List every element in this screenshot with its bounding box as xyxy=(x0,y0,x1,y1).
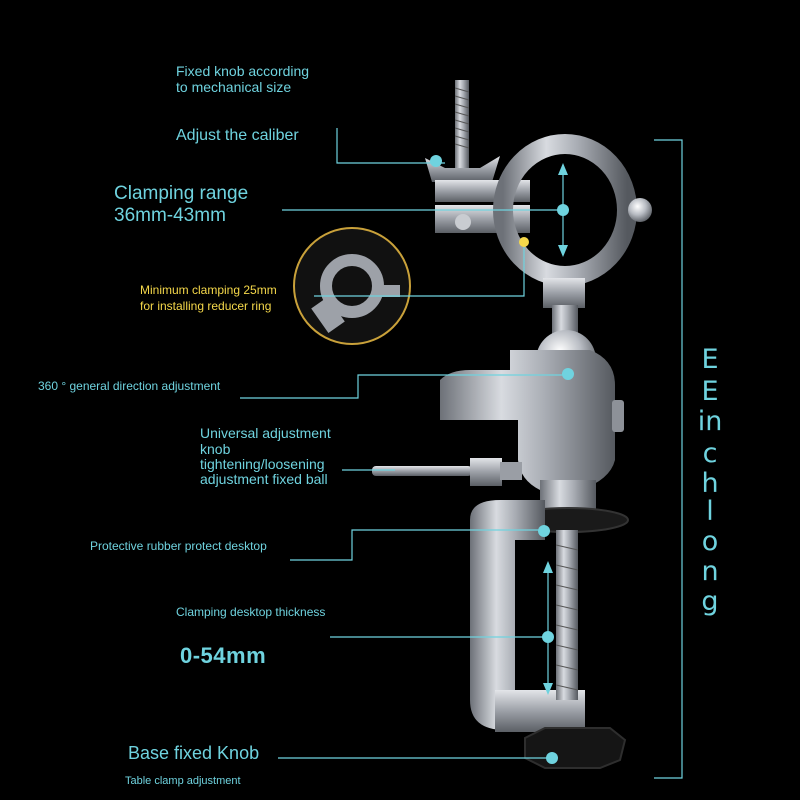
clamping-range-label: Clamping range xyxy=(114,183,249,204)
top-screw xyxy=(454,80,470,170)
arrow-heads xyxy=(543,163,568,695)
base-knob xyxy=(524,727,627,769)
table-clamp-label: Table clamp adjustment xyxy=(125,775,241,787)
direction-adjustment-label: 360 ° general direction adjustment xyxy=(38,379,221,393)
vertical-text-char: o xyxy=(701,526,719,557)
universal-label-2: knob xyxy=(200,441,231,457)
universal-label-3: tightening/loosening xyxy=(200,456,325,472)
wing-nut xyxy=(425,156,500,182)
fixed-knob-label-1: Fixed knob according xyxy=(176,63,310,79)
vertical-text-char: c xyxy=(702,438,718,469)
vertical-text-char: h xyxy=(701,468,719,499)
neck-block xyxy=(543,278,585,308)
tension-knob xyxy=(612,400,624,432)
vise-body xyxy=(440,350,615,490)
vertical-text-char: n xyxy=(701,556,719,587)
thickness-value: 0-54mm xyxy=(180,643,267,668)
min-clamping-label-1: Minimum clamping 25mm xyxy=(140,283,277,297)
vertical-text-char: E xyxy=(701,376,719,407)
vertical-text-char: l xyxy=(706,496,714,527)
adjustment-lever xyxy=(372,458,522,486)
vertical-text-char: g xyxy=(701,586,719,617)
universal-label-4: adjustment fixed ball xyxy=(200,471,328,487)
min-clamping-label-2: for installing reducer ring xyxy=(140,299,272,313)
base-knob-label: Base fixed Knob xyxy=(128,743,260,763)
reducer-ring-inset xyxy=(293,227,411,345)
annotation-dots xyxy=(430,155,574,764)
universal-label-1: Universal adjustment xyxy=(200,425,331,441)
c-clamp-frame xyxy=(470,500,545,730)
clamping-range-value: 36mm-43mm xyxy=(114,205,226,226)
threaded-rod xyxy=(555,530,579,700)
protective-rubber-label: Protective rubber protect desktop xyxy=(90,539,267,553)
vertical-text-char: E xyxy=(701,344,719,375)
clamping-thickness-label: Clamping desktop thickness xyxy=(176,605,326,619)
fixed-knob-label-2: to mechanical size xyxy=(176,79,292,95)
adjust-caliber-label: Adjust the caliber xyxy=(176,127,299,144)
vertical-text-char: in xyxy=(697,406,723,437)
